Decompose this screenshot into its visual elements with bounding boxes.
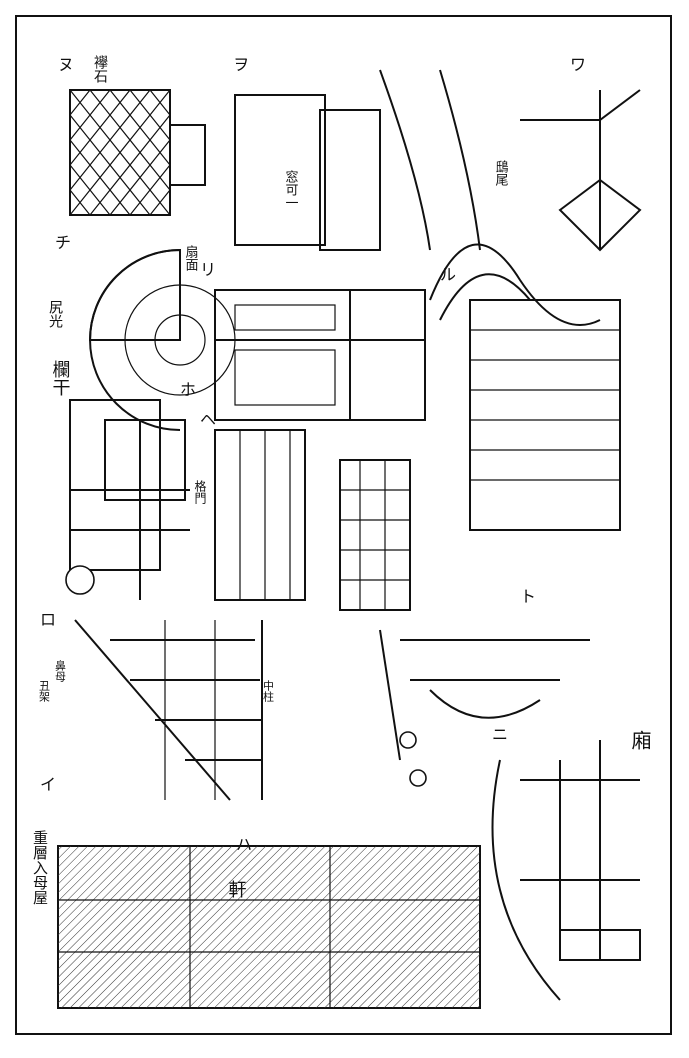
panel-ro-label-0: 丑架 (38, 680, 51, 702)
panel-nu-diamond: ヌ 襷石 (58, 55, 206, 216)
panel-ho-marker: ホ (180, 380, 196, 399)
panel-to-marker: ト (520, 587, 536, 606)
panel-he-grille: ヘ 格門 (193, 410, 306, 601)
panel-wa-marker: ワ (570, 55, 586, 74)
panel-chi-label-1: 扇面 (183, 244, 199, 271)
panel-ni-bracket: ニ 廂 (491, 725, 652, 1001)
panel-ru-marker: ル (440, 265, 456, 284)
panel-i-title: 重層入母屋 (31, 830, 49, 905)
panel-he-marker: ヘ (200, 410, 216, 429)
panel-ru-gable: ル (429, 243, 621, 531)
panel-ri-marker: リ (200, 260, 216, 279)
panel-nu-marker: ヌ (58, 55, 74, 74)
panel-ro-eaves: ロ 丑架 鼻母 中柱 (38, 610, 275, 801)
panel-wa-label-0: 鴟尾 (493, 160, 509, 187)
panel-wo-label-0: 窓可一 (283, 169, 299, 209)
panel-to-lattice: ト (339, 459, 536, 611)
panel-ha-title: 軒 (226, 880, 247, 898)
panel-wo-stepped: ヲ 窓可一 (233, 55, 481, 251)
panel-ro-label-2: 中柱 (262, 680, 275, 703)
panel-chi-label-0: 尻光 (47, 300, 63, 329)
panel-ho-balustrade: ホ 欄干 (50, 360, 196, 600)
panel-ni-title: 廂 (628, 730, 652, 750)
panel-ro-label-1: 鼻母 (54, 659, 67, 683)
panel-ho-title: 欄干 (50, 360, 71, 396)
panel-wo-marker: ヲ (233, 55, 249, 74)
panel-ha-eaves: ハ 軒 (226, 629, 590, 898)
panel-ro-marker: ロ (40, 610, 56, 629)
panel-wa-ridge: ワ 鴟尾 (493, 55, 642, 252)
panel-he-label-0: 格門 (193, 479, 207, 504)
panel-i-roof-plan: イ 重層入母屋 (31, 775, 481, 1009)
panel-ri-door: リ (200, 260, 426, 421)
plate-border (15, 15, 672, 1035)
panel-chi-marker: チ (55, 233, 71, 252)
panel-ha-marker: ハ (236, 835, 252, 854)
panel-i-marker: イ (40, 775, 56, 794)
panel-nu-title: 襷石 (92, 55, 108, 83)
panel-ni-marker: ニ (492, 725, 508, 744)
